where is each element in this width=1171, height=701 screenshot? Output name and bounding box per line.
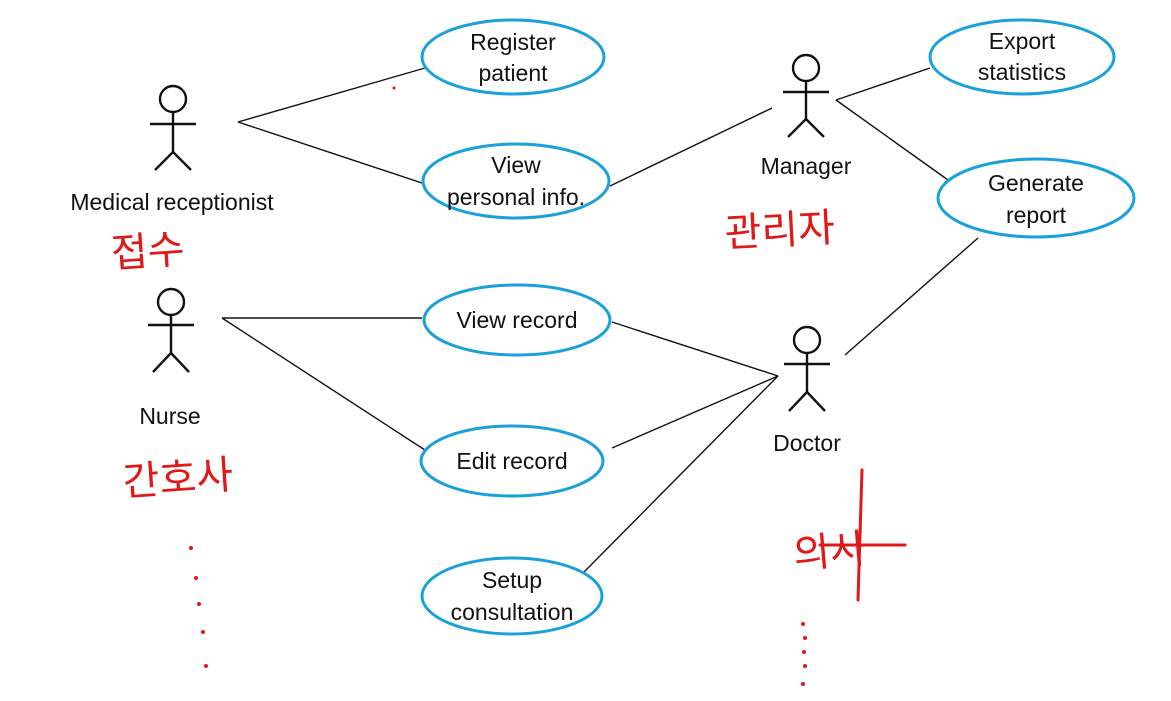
actor-manager[interactable]: Manager — [761, 53, 852, 179]
actor-nurse[interactable]: Nurse — [139, 287, 201, 429]
use-case-label: View record — [456, 307, 577, 333]
use-case-label: patient — [478, 60, 548, 86]
annotation-doctor-stroke — [818, 468, 907, 602]
annotation-receptionist: 접수 — [109, 226, 186, 277]
use-case-view-personal-info[interactable]: View personal info. — [421, 142, 611, 220]
actor-label: Doctor — [773, 430, 841, 456]
actor-doctor[interactable]: Doctor — [773, 325, 841, 456]
annotation-doctor: 의사 — [792, 526, 869, 578]
use-case-label: View — [491, 152, 541, 178]
association-lines — [221, 67, 979, 573]
use-case-ellipse — [422, 283, 612, 357]
handwritten-annotations: 접수 간호사 관리자 의사 — [109, 86, 907, 686]
actor-label: Nurse — [139, 403, 200, 429]
actor-label: Medical receptionist — [70, 189, 274, 215]
use-case-ellipse — [420, 556, 604, 636]
assoc-receptionist-view-personal-info — [237, 121, 426, 185]
assoc-manager-view-personal-info — [609, 107, 773, 187]
assoc-doctor-generate-report — [844, 237, 979, 356]
stick-figure-icon — [783, 53, 829, 138]
use-case-label: consultation — [451, 599, 574, 625]
stick-figure-icon — [148, 287, 194, 373]
assoc-receptionist-register-patient — [237, 67, 426, 123]
stick-figure-icon — [150, 84, 196, 171]
use-case-register-patient[interactable]: Register patient — [420, 18, 606, 96]
use-case-label: Setup — [482, 567, 542, 593]
use-case-ellipse — [419, 424, 605, 498]
assoc-doctor-edit-record — [611, 375, 779, 449]
assoc-nurse-edit-record — [221, 317, 429, 453]
use-case-label: statistics — [978, 59, 1066, 85]
use-case-view-record[interactable]: View record — [422, 283, 612, 357]
annotation-nurse: 간호사 — [121, 452, 234, 506]
assoc-manager-export-statistics — [835, 67, 931, 101]
use-case-generate-report[interactable]: Generate report — [936, 157, 1136, 239]
annotation-manager: 관리자 — [724, 205, 837, 257]
use-case-ellipse — [928, 18, 1116, 96]
actor-label: Manager — [761, 153, 852, 179]
assoc-doctor-setup-consultation — [583, 375, 779, 573]
use-case-label: personal info. — [447, 184, 585, 210]
assoc-manager-generate-report — [835, 99, 949, 181]
use-case-ellipse — [420, 18, 606, 96]
use-case-setup-consultation[interactable]: Setup consultation — [420, 556, 604, 636]
use-case-export-statistics[interactable]: Export statistics — [928, 18, 1116, 96]
annotation-dots — [189, 86, 807, 686]
use-case-edit-record[interactable]: Edit record — [419, 424, 605, 498]
use-case-label: report — [1006, 202, 1067, 228]
assoc-doctor-view-record — [611, 321, 779, 377]
use-case-label: Register — [470, 29, 556, 55]
use-case-label: Export — [989, 28, 1056, 54]
use-case-ellipse — [936, 157, 1136, 239]
stick-figure-icon — [784, 325, 830, 412]
use-case-label: Edit record — [456, 448, 567, 474]
actor-medical-receptionist[interactable]: Medical receptionist — [70, 84, 274, 215]
use-case-label: Generate — [988, 170, 1084, 196]
use-case-ellipse — [421, 142, 611, 220]
